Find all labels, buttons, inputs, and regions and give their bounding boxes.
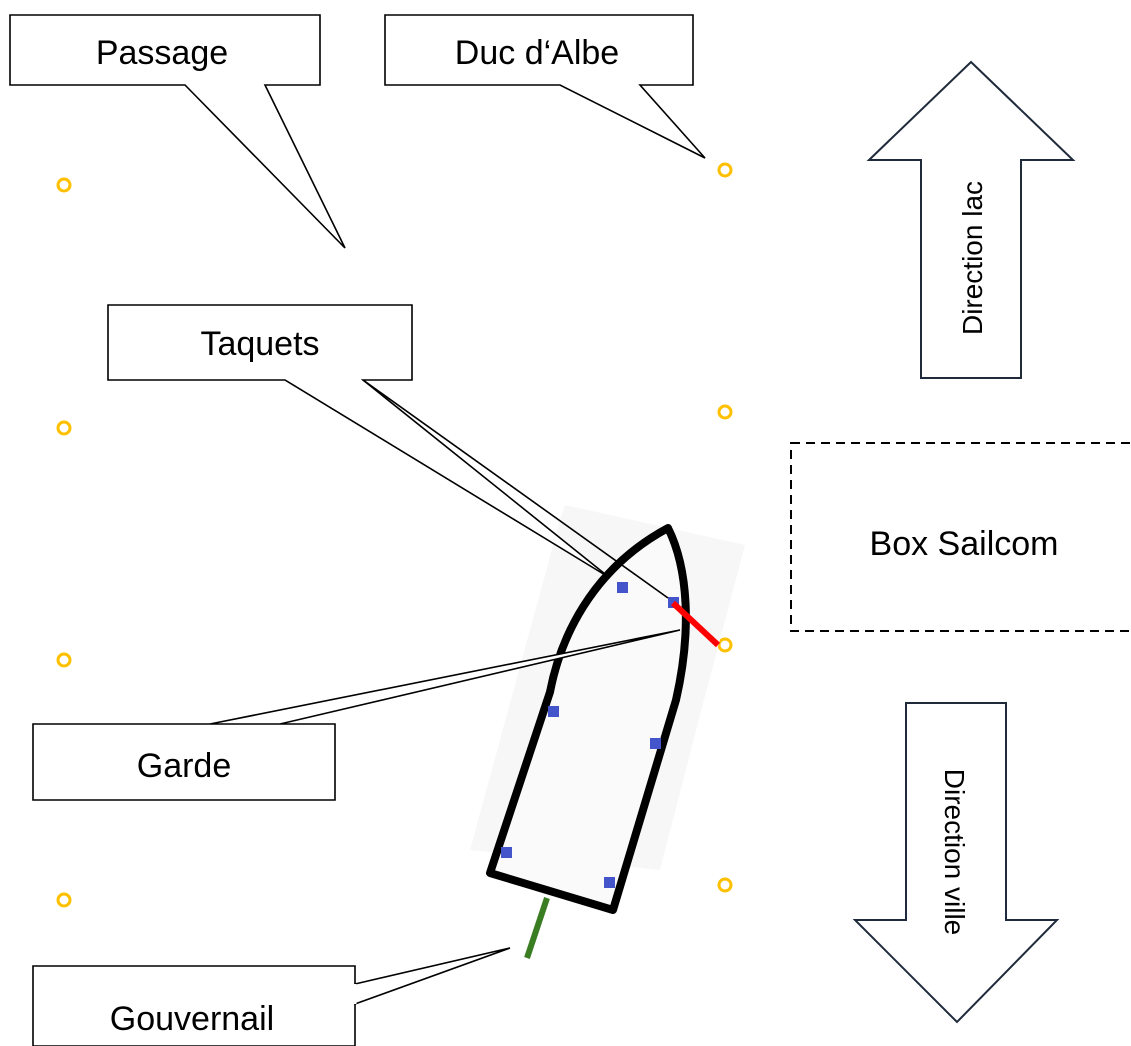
passage-label: Passage — [96, 34, 228, 72]
post-left-3 — [56, 652, 72, 668]
arrow-direction-lac: Direction lac — [866, 60, 1076, 379]
garde-label: Garde — [137, 747, 232, 785]
mooring-posts — [56, 162, 733, 908]
post-right-2 — [717, 404, 733, 420]
duc-albe-label: Duc d‘Albe — [455, 34, 619, 72]
post-left-4 — [56, 892, 72, 908]
post-right-4 — [717, 877, 733, 893]
callout-passage: Passage — [9, 14, 346, 249]
cleat-mid-left — [548, 706, 559, 717]
callout-gouvernail: Gouvernail — [32, 947, 511, 1046]
box-sailcom-label: Box Sailcom — [870, 525, 1059, 563]
callout-taquets: Taquets — [107, 304, 669, 599]
cleat-bow-left — [617, 582, 628, 593]
post-right-1 — [717, 162, 733, 178]
boat-hull — [486, 524, 690, 914]
direction-ville-label: Direction ville — [939, 769, 970, 936]
garde-line — [670, 600, 721, 648]
gouvernail-label: Gouvernail — [110, 1000, 274, 1038]
callout-garde: Garde — [32, 629, 681, 801]
post-right-3 — [717, 637, 733, 653]
callout-duc-albe: Duc d‘Albe — [384, 14, 706, 159]
cleat-mid-right — [650, 738, 661, 749]
taquets-label: Taquets — [200, 325, 319, 363]
boat — [470, 505, 745, 959]
cleat-stern-left — [501, 847, 512, 858]
arrow-direction-ville: Direction ville — [852, 702, 1060, 1024]
direction-lac-label: Direction lac — [957, 181, 988, 335]
cleat-stern-right — [604, 877, 615, 888]
post-left-2 — [56, 420, 72, 436]
box-sailcom: Box Sailcom — [790, 442, 1131, 632]
rudder — [524, 897, 550, 959]
post-left-1 — [56, 177, 72, 193]
